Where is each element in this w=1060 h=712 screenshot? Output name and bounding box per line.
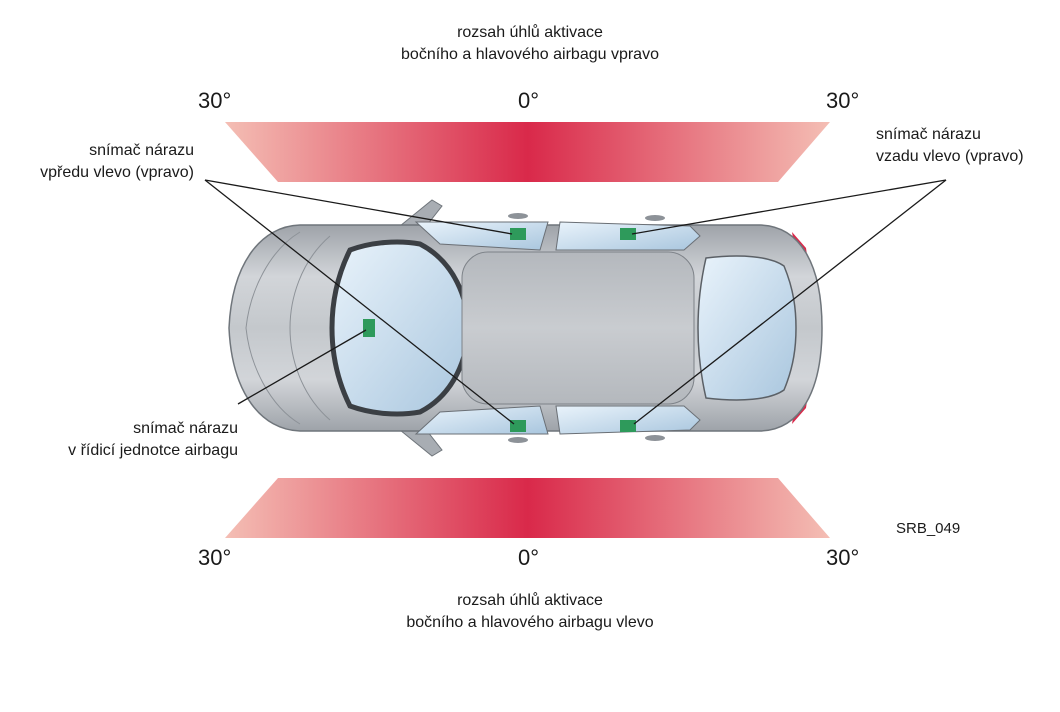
- top-caption: rozsah úhlů aktivace bočního a hlavového…: [330, 22, 730, 66]
- sensor-control-unit: [363, 319, 375, 337]
- top-angle-right: 30°: [826, 88, 860, 113]
- sensor-front-bottom: [510, 420, 526, 432]
- label-control-unit-line2: v řídicí jednotce airbagu: [68, 442, 238, 459]
- bottom-caption-line2: bočního a hlavového airbagu vlevo: [406, 614, 654, 631]
- leader-lines: [204, 179, 947, 425]
- car-top-view: [228, 199, 823, 457]
- label-front-sensor: snímač nárazu vpředu vlevo (vpravo): [0, 140, 194, 184]
- bottom-caption: rozsah úhlů aktivace bočního a hlavového…: [330, 590, 730, 634]
- top-caption-line1: rozsah úhlů aktivace: [457, 24, 603, 41]
- sensor-rear-top: [620, 228, 636, 240]
- sensor-front-top: [510, 228, 526, 240]
- bottom-angle-right: 30°: [826, 545, 860, 570]
- activation-band-left: [225, 478, 830, 538]
- label-rear-line1: snímač nárazu: [876, 126, 981, 143]
- label-front-line2: vpředu vlevo (vpravo): [40, 164, 194, 181]
- top-angle-left: 30°: [198, 88, 232, 113]
- label-control-unit-sensor: snímač nárazu v řídicí jednotce airbagu: [0, 418, 238, 462]
- top-angle-center: 0°: [518, 88, 540, 113]
- label-control-unit-line1: snímač nárazu: [133, 420, 238, 437]
- label-front-line1: snímač nárazu: [89, 142, 194, 159]
- bottom-angle-left: 30°: [198, 545, 232, 570]
- figure-code: SRB_049: [896, 520, 961, 537]
- top-caption-line2: bočního a hlavového airbagu vpravo: [401, 46, 659, 63]
- label-rear-sensor: snímač nárazu vzadu vlevo (vpravo): [876, 124, 1024, 168]
- activation-band-right: [225, 122, 830, 182]
- label-rear-line2: vzadu vlevo (vpravo): [876, 148, 1024, 165]
- bottom-caption-line1: rozsah úhlů aktivace: [457, 592, 603, 609]
- bottom-angle-center: 0°: [518, 545, 540, 570]
- sensor-rear-bottom: [620, 420, 636, 432]
